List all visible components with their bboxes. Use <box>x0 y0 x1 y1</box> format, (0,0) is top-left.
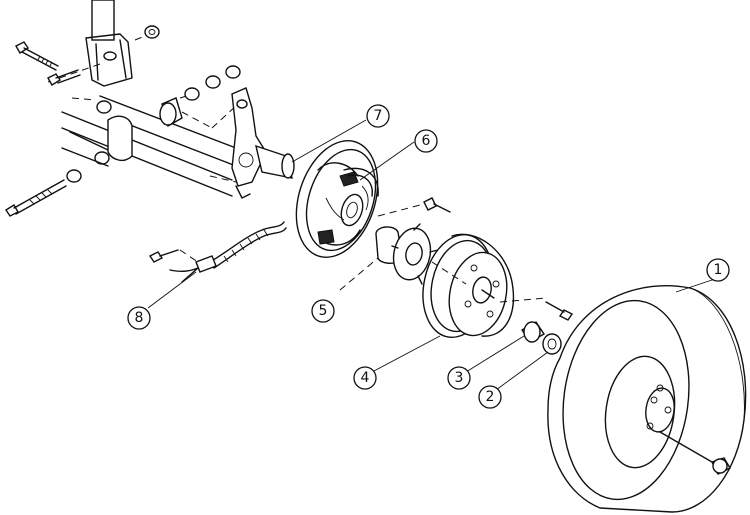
callout-6: 6 <box>414 129 438 153</box>
abs-sensor-harness <box>148 221 287 283</box>
svg-text:8: 8 <box>135 310 144 326</box>
svg-text:1: 1 <box>714 262 723 278</box>
callout-1: 1 <box>706 258 730 282</box>
svg-text:3: 3 <box>455 370 464 386</box>
upper-bolt <box>15 41 59 71</box>
bushing <box>159 65 241 129</box>
svg-text:5: 5 <box>319 303 328 319</box>
svg-text:6: 6 <box>422 133 431 149</box>
callout-2: 2 <box>478 385 502 409</box>
wheel-cylinder-bolt <box>377 197 451 217</box>
svg-text:4: 4 <box>361 370 370 386</box>
callout-8: 8 <box>127 306 151 330</box>
leader-lines <box>147 119 719 391</box>
svg-text:7: 7 <box>374 108 383 124</box>
wheel-hub <box>339 223 439 291</box>
tire-wheel <box>547 284 747 513</box>
strut-assembly <box>47 0 151 87</box>
lower-bolt <box>5 169 82 217</box>
hub-cap <box>521 321 545 343</box>
wheel-nut <box>711 457 731 475</box>
lock-nut <box>542 333 562 355</box>
upper-bolt-2 <box>47 69 81 86</box>
callout-3: 3 <box>447 366 471 390</box>
brake-drum <box>422 233 514 339</box>
brake-backing-plate <box>295 140 379 258</box>
callout-5: 5 <box>311 299 335 323</box>
axle-beam <box>61 95 237 197</box>
spindle-bracket <box>209 87 295 199</box>
callout-4: 4 <box>353 366 377 390</box>
nut-top <box>144 25 160 39</box>
callout-7: 7 <box>366 104 390 128</box>
svg-text:2: 2 <box>486 389 495 405</box>
drum-screw <box>499 297 574 321</box>
